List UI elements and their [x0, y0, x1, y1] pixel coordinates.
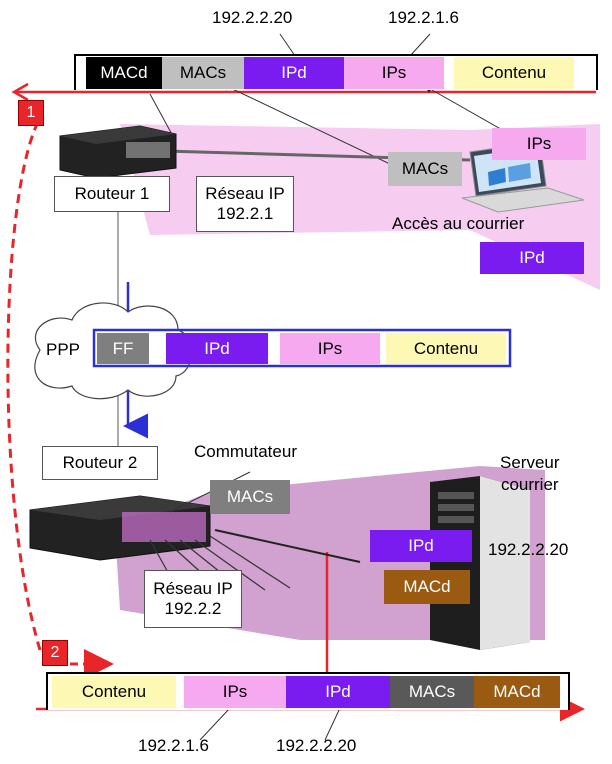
top-field-contenu: Contenu [454, 57, 574, 89]
ppp-field-contenu: Contenu [386, 333, 506, 364]
ppp-label: PPP [46, 340, 81, 359]
bottom-field-macs: MACs [390, 676, 474, 708]
server-title: Serveur courrier [500, 452, 560, 496]
ppp-field-ipd: IPd [166, 333, 268, 364]
switch-label: Commutateur [194, 442, 297, 461]
top-field-ipd: IPd [244, 57, 344, 89]
step-2-marker: 2 [42, 640, 68, 666]
router1-label: Routeur 1 [54, 176, 170, 212]
bottom-field-contenu: Contenu [52, 676, 176, 708]
network1-label: Réseau IP 192.2.1 [196, 176, 294, 232]
bottom-field-macd: MACd [474, 676, 560, 708]
server-title-line2: courrier [500, 475, 559, 494]
laptop-ipd: IPd [480, 242, 584, 274]
step-1-marker: 1 [18, 100, 44, 126]
top-field-ips: IPs [344, 57, 444, 89]
top-field-macs: MACs [162, 57, 244, 89]
network1-line1: Réseau IP [205, 184, 285, 203]
server-tower-icon [430, 476, 530, 650]
ppp-field-ff: FF [97, 333, 149, 364]
switch-macs: MACs [210, 480, 290, 514]
router2-device [29, 495, 211, 561]
laptop-macs: MACs [388, 152, 462, 186]
bottom-ip-src-label: 192.2.1.6 [138, 736, 209, 755]
server-title-line1: Serveur [500, 453, 560, 472]
bottom-ip-dest-label: 192.2.2.20 [276, 736, 357, 755]
server-ip: 192.2.2.20 [488, 540, 569, 559]
laptop-caption: Accès au courrier [392, 214, 525, 233]
red-dashed-path [6, 121, 42, 651]
laptop-ips: IPs [492, 128, 586, 160]
network2-line2: 192.2.2 [164, 599, 222, 618]
network2-label: Réseau IP 192.2.2 [144, 570, 242, 628]
ppp-field-ips: IPs [280, 333, 380, 364]
router1-device [59, 125, 177, 179]
top-ip-src-label: 192.2.1.6 [388, 8, 459, 27]
top-field-macd: MACd [86, 57, 162, 89]
router2-label: Routeur 2 [42, 446, 158, 480]
bottom-field-ips: IPs [184, 676, 286, 708]
network2-line1: Réseau IP [153, 579, 233, 598]
bottom-field-ipd: IPd [286, 676, 390, 708]
top-ip-dest-label: 192.2.2.20 [212, 8, 293, 27]
server-macd: MACd [384, 570, 470, 604]
network1-line2: 192.2.1 [216, 204, 274, 223]
server-ipd: IPd [370, 530, 472, 562]
